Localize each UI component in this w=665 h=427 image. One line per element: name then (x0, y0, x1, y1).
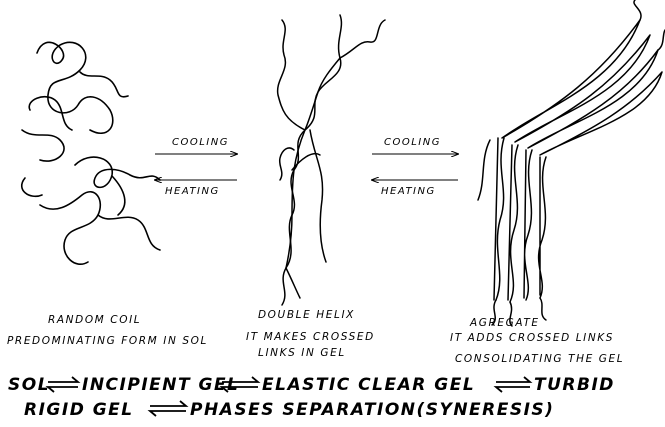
caption-adds-links: IT ADDS CROSSED LINKS (450, 332, 615, 344)
caption-random-coil: RANDOM COIL (48, 314, 142, 326)
caption-consolidating: CONSOLIDATING THE GEL (455, 353, 625, 365)
eq-incipient-gel: INCIPIENT GEL (82, 375, 240, 395)
eq-phases-separation: PHASES SEPARATION(SYNERESIS) (190, 400, 555, 420)
arrow-pair-1 (155, 154, 237, 180)
random-coil (20, 41, 161, 265)
cooling-label-2: COOLING (384, 137, 441, 148)
cooling-label-1: COOLING (172, 137, 229, 148)
heating-label-2: HEATING (381, 186, 436, 197)
eq-rigid-gel: RIGID GEL (24, 400, 134, 420)
eq-sol: SOL (8, 375, 51, 395)
caption-links-gel: LINKS IN GEL (258, 347, 346, 359)
caption-agregate: AGREGATE (470, 317, 540, 329)
caption-double-helix: DOUBLE HELIX (258, 309, 355, 321)
arrow-pair-2 (372, 154, 458, 180)
heating-label-1: HEATING (165, 186, 220, 197)
double-helix (276, 14, 386, 306)
eq-elastic-clear-gel: ELASTIC CLEAR GEL (262, 375, 476, 395)
caption-predominating: PREDOMINATING FORM IN SOL (7, 335, 208, 347)
eq-turbid: TURBID (534, 375, 615, 395)
equilibrium-arrows (45, 376, 533, 417)
caption-crossed: IT MAKES CROSSED (246, 331, 375, 343)
aggregate (477, 0, 665, 327)
